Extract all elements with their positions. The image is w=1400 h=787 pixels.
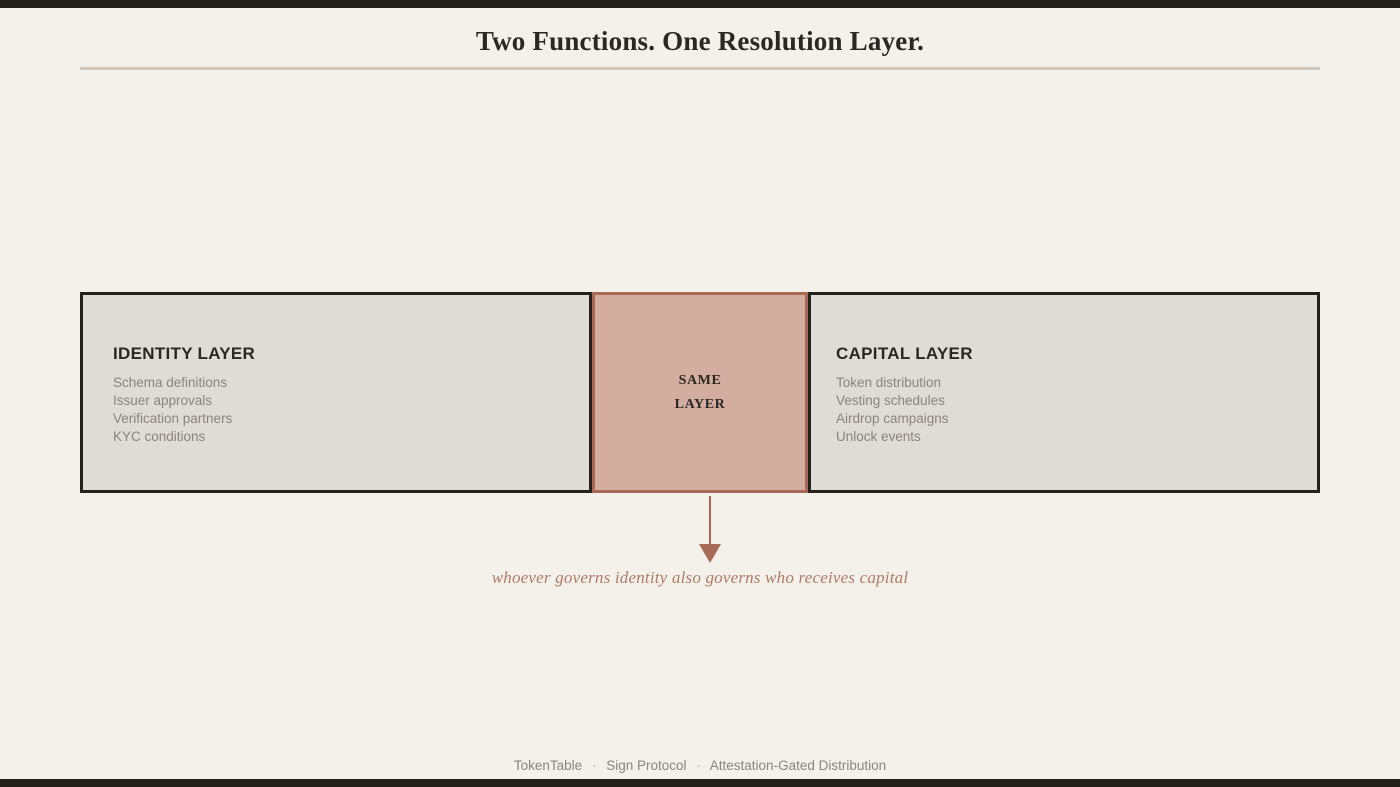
layers-diagram: IDENTITY LAYER Schema definitions Issuer… xyxy=(80,292,1320,493)
identity-layer-panel: IDENTITY LAYER Schema definitions Issuer… xyxy=(80,292,592,493)
same-layer-panel: SAME LAYER xyxy=(592,292,808,493)
list-item: Vesting schedules xyxy=(836,393,945,408)
title-divider xyxy=(80,67,1320,70)
same-layer-line-2: LAYER xyxy=(674,396,726,412)
arrow-head xyxy=(699,544,721,563)
capital-layer-panel: CAPITAL LAYER Token distribution Vesting… xyxy=(808,292,1320,493)
diagram-caption: whoever governs identity also governs wh… xyxy=(491,568,909,587)
footer-separator: · xyxy=(591,758,597,773)
footer-item-tokentable: TokenTable xyxy=(513,758,583,773)
top-edge-bar xyxy=(0,0,1400,8)
footer-item-sign-protocol: Sign Protocol xyxy=(606,758,687,773)
list-item: Schema definitions xyxy=(113,375,228,390)
page-title: Two Functions. One Resolution Layer. xyxy=(475,26,925,56)
arrow-stem xyxy=(709,496,711,548)
same-layer-line-1: SAME xyxy=(678,372,722,388)
footer-item-attestation-gated-distribution: Attestation-Gated Distribution xyxy=(709,758,887,773)
list-item: KYC conditions xyxy=(113,429,206,444)
bottom-edge-bar xyxy=(0,779,1400,787)
down-arrow-icon xyxy=(699,496,723,566)
list-item: Issuer approvals xyxy=(113,393,213,408)
list-item: Airdrop campaigns xyxy=(836,411,949,426)
list-item: Token distribution xyxy=(836,375,942,390)
identity-layer-list: Schema definitions Issuer approvals Veri… xyxy=(113,374,589,446)
footer-separator: · xyxy=(696,758,701,773)
list-item: Unlock events xyxy=(836,429,921,444)
list-item: Verification partners xyxy=(113,411,233,426)
identity-layer-heading: IDENTITY LAYER xyxy=(113,344,256,363)
capital-layer-heading: CAPITAL LAYER xyxy=(836,344,973,363)
capital-layer-list: Token distribution Vesting schedules Air… xyxy=(836,374,1317,446)
footer: TokenTable · Sign Protocol · Attestation… xyxy=(0,758,1400,773)
